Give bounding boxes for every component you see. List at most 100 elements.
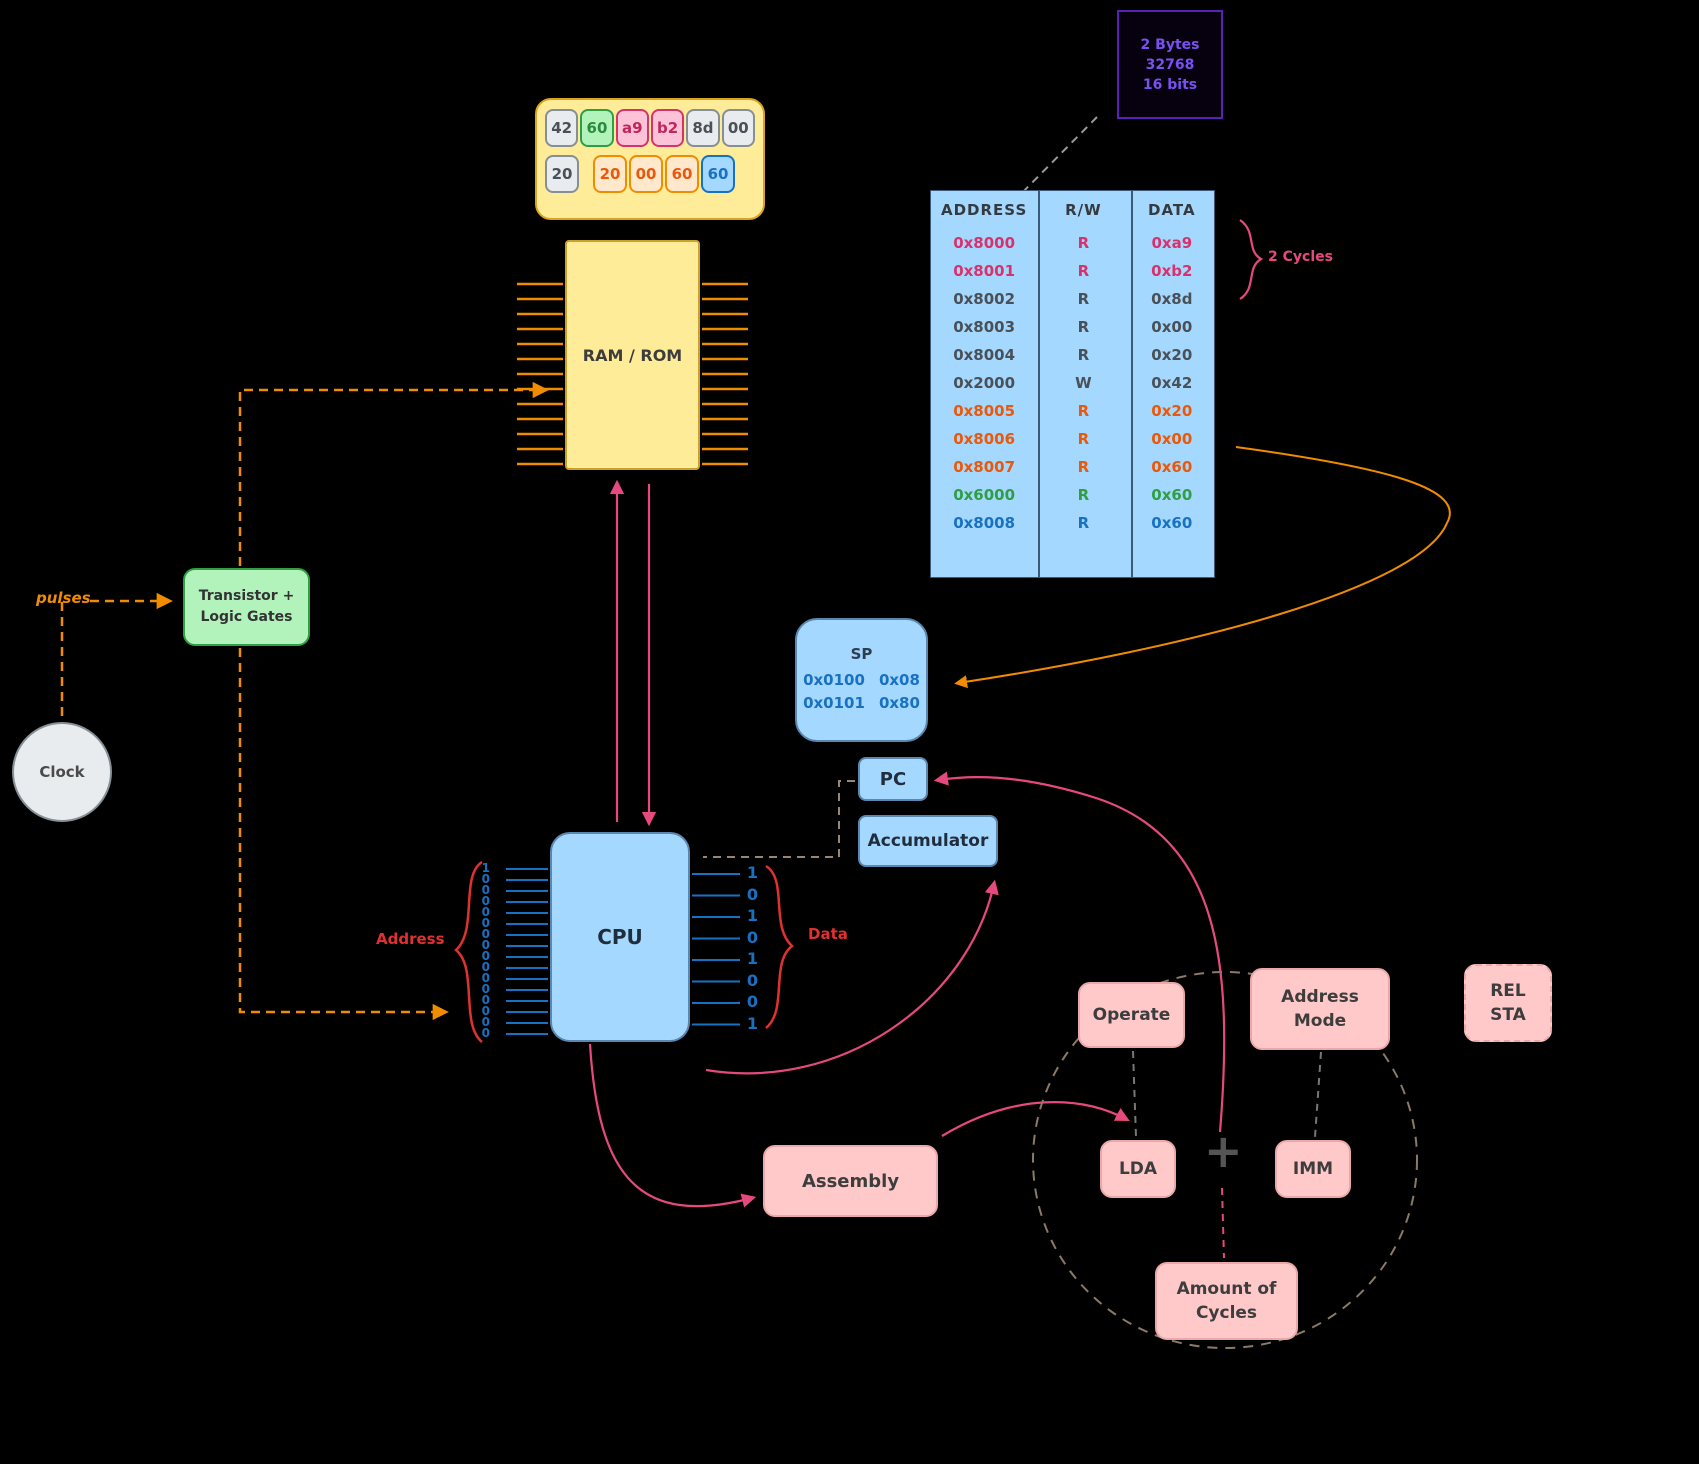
info-line: 16 bits	[1142, 76, 1198, 93]
address-mode-line: Mode	[1293, 1011, 1347, 1031]
bus-table-cell: R	[1077, 318, 1090, 336]
bus-table-header: ADDRESS R/W DATA	[931, 191, 1214, 229]
memory-cell[interactable]: 00	[721, 109, 755, 147]
transistor-label-line: Logic Gates	[200, 609, 293, 625]
memory-cell[interactable]: 20	[545, 155, 579, 193]
memory-size-info-box[interactable]: 2 Bytes 32768 16 bits	[1117, 10, 1223, 119]
bus-table-cell: 0x60	[1151, 458, 1193, 476]
bus-table-cell: 0x00	[1151, 318, 1193, 336]
bus-table-cell: 0x8000	[953, 234, 1016, 252]
bus-table-cell: 0x8d	[1151, 290, 1193, 308]
address-bus-bit: 0	[481, 916, 490, 930]
bus-table-cell: 0x20	[1151, 402, 1193, 420]
data-bus-bit: 0	[746, 927, 758, 947]
data-bus-bit: 1	[746, 1013, 758, 1033]
program-counter-node[interactable]: PC	[858, 757, 928, 801]
bus-table-cell: 0x8003	[953, 318, 1016, 336]
assembly-node[interactable]: Assembly	[763, 1145, 938, 1217]
memory-cell[interactable]: b2	[650, 109, 685, 147]
address-bus-bit: 0	[481, 894, 490, 908]
infobox-to-table-link	[1012, 116, 1098, 203]
address-bus-bit: 0	[481, 982, 490, 996]
memory-cell[interactable]: 60	[701, 155, 735, 193]
table-to-sp-arrow	[954, 446, 1451, 689]
memory-cell[interactable]: 00	[629, 155, 663, 193]
data-bus-bit: 1	[746, 949, 758, 968]
memory-cell[interactable]: a9	[615, 109, 649, 147]
rel-sta-node[interactable]: REL STA	[1464, 964, 1552, 1042]
accumulator-node[interactable]: Accumulator	[858, 815, 998, 867]
address-bus-bit: 0	[481, 872, 490, 886]
bus-table-cell: 0xa9	[1151, 234, 1193, 252]
address-bus-bit: 1	[481, 861, 490, 875]
stack-pointer-node[interactable]: SP 0x0100 0x08 0x0101 0x80	[795, 618, 928, 742]
instruction-group-ellipse	[1032, 971, 1418, 1349]
bus-table-cell: R	[1077, 234, 1090, 252]
data-bus-bit: 0	[746, 970, 758, 990]
bus-table-cell: 0x8006	[953, 430, 1016, 448]
cpu-to-assembly-arrow	[588, 1043, 757, 1208]
address-mode-node[interactable]: Address Mode	[1250, 968, 1390, 1050]
memory-cell[interactable]: 8d	[686, 109, 720, 147]
cpu-to-accumulator-arrow	[705, 879, 999, 1075]
memory-cell[interactable]: 20	[593, 155, 627, 193]
transistor-label-line: Transistor +	[198, 588, 295, 604]
bus-table-cell: 0x8001	[953, 262, 1016, 280]
bus-table-row: 0x8000 R 0xa9	[931, 229, 1214, 257]
data-bus-bit: 0	[746, 992, 758, 1011]
rel-sta-line: REL	[1490, 981, 1526, 1001]
sp-address: 0x0100	[803, 671, 865, 689]
lda-node[interactable]: LDA	[1100, 1140, 1176, 1198]
address-bus-bit: 0	[481, 905, 490, 919]
bus-table-cell: R	[1077, 262, 1090, 280]
addressmode-to-imm-link	[1314, 1051, 1322, 1138]
amount-of-cycles-node[interactable]: Amount of Cycles	[1155, 1262, 1298, 1340]
operate-label: Operate	[1092, 1005, 1171, 1025]
sp-row: 0x0100 0x08	[803, 669, 920, 692]
ram-rom-label: RAM / ROM	[582, 345, 683, 365]
pc-label: PC	[879, 768, 907, 790]
bus-table-cell: R	[1077, 514, 1090, 532]
clock-node[interactable]: Clock	[12, 722, 112, 822]
address-bus-bit: 0	[481, 927, 490, 941]
clock-label: Clock	[39, 763, 85, 781]
bus-table-cell: 0x60	[1151, 486, 1193, 504]
ram-rom-box[interactable]: RAM / ROM	[565, 240, 700, 470]
address-bus-bit: 0	[481, 938, 490, 952]
bus-table-cell: 0x00	[1151, 430, 1193, 448]
data-bus-brace	[765, 864, 794, 1029]
memory-cell[interactable]: 42	[545, 109, 579, 147]
bus-table-row: 0x8006 R 0x00	[931, 425, 1214, 453]
pc-to-cpu-link	[703, 780, 855, 858]
assembly-to-lda-arrow	[941, 1101, 1130, 1137]
memory-cell[interactable]: 60	[665, 155, 699, 193]
amount-line: Cycles	[1195, 1303, 1258, 1323]
operate-node[interactable]: Operate	[1078, 982, 1185, 1048]
table-divider	[1038, 191, 1040, 577]
bus-table-cell: 0x20	[1151, 346, 1193, 364]
bus-table-cell: 0x6000	[953, 486, 1016, 504]
info-line: 2 Bytes	[1140, 36, 1200, 53]
transistor-logic-gates-node[interactable]: Transistor + Logic Gates	[183, 568, 310, 646]
bus-table-cell: R	[1077, 486, 1090, 504]
cpu-label: CPU	[597, 925, 643, 949]
imm-node[interactable]: IMM	[1275, 1140, 1351, 1198]
bus-table-cell: R	[1077, 430, 1090, 448]
accumulator-label: Accumulator	[867, 831, 989, 851]
bus-table-cell: 0x8007	[953, 458, 1016, 476]
assembly-label: Assembly	[801, 1170, 900, 1192]
cpu-node[interactable]: CPU	[550, 832, 690, 1042]
sp-value: 0x80	[878, 694, 920, 712]
bus-table-row: 0x6000 R 0x60	[931, 481, 1214, 509]
sp-value: 0x08	[878, 671, 920, 689]
cpu-address-pins	[506, 868, 548, 1035]
memory-cell[interactable]: 60	[580, 109, 614, 147]
